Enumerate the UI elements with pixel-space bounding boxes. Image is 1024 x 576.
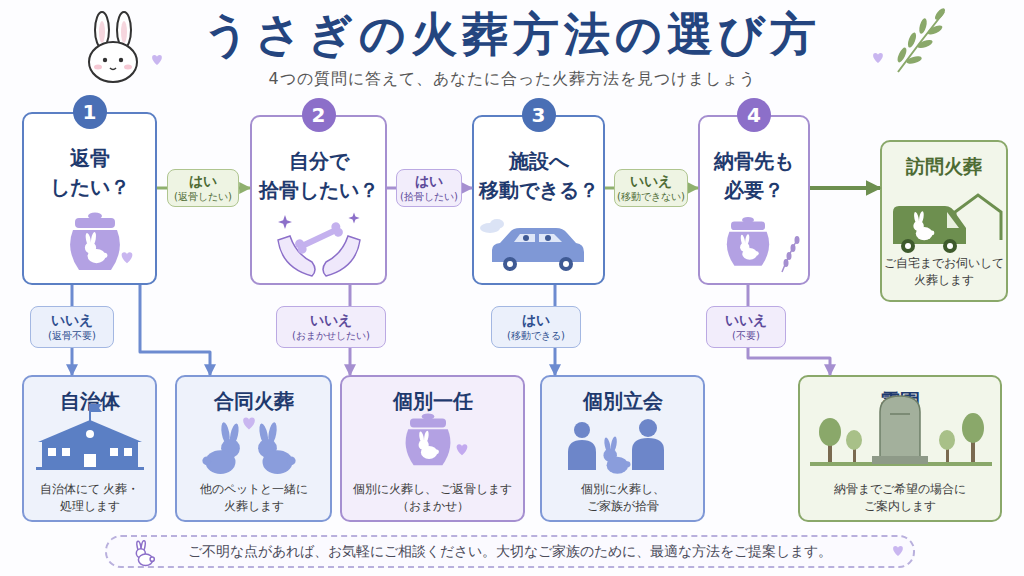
page-title: うさぎの火葬方法の選び方 <box>0 6 1024 62</box>
rabbit-mascot <box>99 21 105 43</box>
question-number: 1 <box>73 95 107 129</box>
question-text: 施設へ 移動できる？ <box>476 147 602 205</box>
answer-label-box: いいえ (おまかせしたい) <box>276 306 386 348</box>
leaf-branch <box>896 46 909 63</box>
question-number: 3 <box>522 98 556 132</box>
result-description: 納骨までご希望の場合に ご案内します <box>810 481 990 515</box>
answer-text: いいえ (不要) <box>721 311 771 343</box>
answer-text: いいえ (返骨不要) <box>42 311 102 343</box>
result-title: 自治体 <box>30 388 150 414</box>
question-box: 3施設へ 移動できる？ <box>472 115 605 285</box>
rabbit-mascot <box>95 12 109 48</box>
answer-text: いいえ (おまかせしたい) <box>281 311 381 343</box>
heart-icon <box>873 53 883 63</box>
question-box: 2自分で 拾骨したい？ <box>250 115 387 285</box>
result-title: 個別立会 <box>553 388 693 414</box>
rabbit-mascot <box>110 68 116 70</box>
rabbit-mascot <box>89 42 137 82</box>
answer-text: はい (返骨したい) <box>172 172 234 204</box>
result-title: 霊園 <box>810 388 990 414</box>
result-description: ご自宅までお伺いして 火葬します <box>883 255 1005 289</box>
question-text: 納骨先も 必要？ <box>702 147 806 205</box>
result-description: 自治体にて 火葬・処理します <box>30 481 150 515</box>
answer-label-box: はい (移動できる) <box>491 306 581 348</box>
question-box: 4納骨先も 必要？ <box>698 115 810 285</box>
rabbit-mascot <box>103 58 107 62</box>
answer-text: いいえ (移動できない) <box>616 172 686 204</box>
result-title: 合同火葬 <box>184 388 324 414</box>
rabbit-mascot <box>121 21 127 43</box>
question-text: 返骨 したい？ <box>35 144 145 202</box>
leaf-branch <box>906 31 917 48</box>
leaf-branch <box>898 12 944 72</box>
rabbit-mascot <box>124 65 132 70</box>
result-box: 合同火葬他のペットと一緒に 火葬します <box>175 375 332 522</box>
answer-label-box: はい (拾骨したい) <box>396 169 462 207</box>
result-box: 自治体自治体にて 火葬・処理します <box>22 375 157 522</box>
question-text: 自分で 拾骨したい？ <box>255 147 383 205</box>
leaf-branch <box>933 7 947 22</box>
answer-text: はい (移動できる) <box>503 311 569 343</box>
flow-arrow <box>810 186 880 190</box>
note-text: ご不明な点があれば、お気軽にご相談ください。大切なご家族のために、最適な方法をご… <box>107 537 913 566</box>
note-box: ご不明な点があれば、お気軽にご相談ください。大切なご家族のために、最適な方法をご… <box>105 535 915 568</box>
leaf-branch <box>896 7 947 72</box>
leaf-branch <box>918 17 928 34</box>
leaf-branch <box>916 38 933 49</box>
answer-label-box: いいえ (返骨不要) <box>30 306 114 348</box>
heart-icon <box>152 55 162 65</box>
result-description: 個別に火葬し、 ご返骨します（おまかせ） <box>348 481 518 515</box>
result-description: 他のペットと一緒に 火葬します <box>184 481 324 515</box>
result-box: 個別立会個別に火葬し、 ご家族が拾骨 <box>540 375 705 522</box>
question-number: 4 <box>737 98 771 132</box>
result-title: 訪問火葬 <box>883 154 1005 178</box>
leaf-branch <box>905 55 922 65</box>
question-box: 1返骨 したい？ <box>22 112 157 285</box>
result-description: 個別に火葬し、 ご家族が拾骨 <box>553 481 693 515</box>
answer-label-box: いいえ (移動できない) <box>614 169 688 207</box>
result-box: 霊園納骨までご希望の場合に ご案内します <box>798 375 1002 522</box>
rabbit-mascot <box>89 12 137 82</box>
result-title: 個別一任 <box>348 388 518 414</box>
rabbit-mascot <box>117 12 131 48</box>
subtitle-text: 4つの質問に答えて、あなたに合った火葬方法を見つけましょう <box>0 68 1024 90</box>
answer-label-box: いいえ (不要) <box>706 306 786 348</box>
question-number: 2 <box>302 98 336 132</box>
rabbit-mascot <box>119 58 123 62</box>
answer-text: はい (拾骨したい) <box>398 172 460 204</box>
flow-arrow <box>140 285 210 375</box>
result-box: 個別一任個別に火葬し、 ご返骨します（おまかせ） <box>340 375 525 522</box>
rabbit-mascot <box>94 65 102 70</box>
answer-label-box: はい (返骨したい) <box>167 169 239 207</box>
leaf-branch <box>926 24 943 37</box>
result-box: 訪問火葬ご自宅までお伺いして 火葬します <box>880 140 1008 302</box>
